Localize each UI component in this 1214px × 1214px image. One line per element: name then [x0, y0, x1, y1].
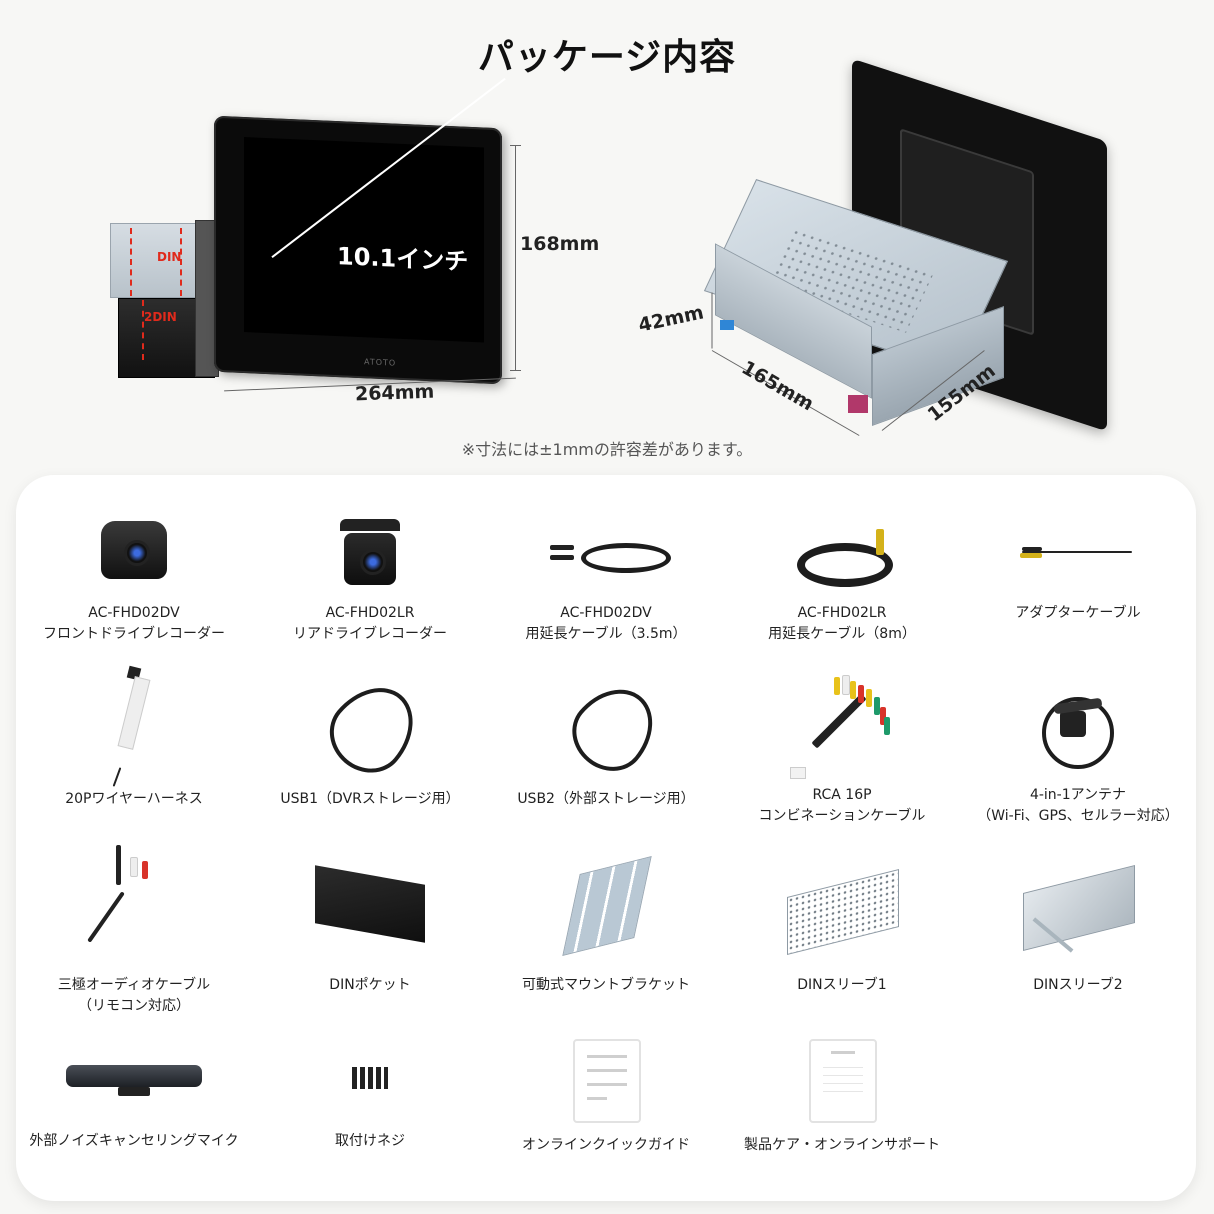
item-label: 製品ケア・オンラインサポート	[744, 1137, 940, 1153]
item-label: コンビネーションケーブル	[758, 808, 926, 824]
item-label-sub: （リモコン対応）	[78, 998, 190, 1014]
rear-depth-dimension: 165mm	[737, 356, 818, 416]
item-code: 4-in-1アンテナ	[1029, 787, 1127, 803]
adapter-cable-icon	[960, 513, 1196, 603]
usb1-cable-icon	[252, 667, 488, 789]
item-usb1-cable: USB1（DVRストレージ用）	[252, 667, 488, 810]
item-audio-cable: 三極オーディオケーブル （リモコン対応）	[16, 845, 252, 1017]
rca-cable-icon	[724, 667, 960, 785]
tolerance-note: ※寸法には±1mmの許容差があります。	[461, 440, 753, 459]
item-code: AC-FHD02DV	[560, 605, 652, 621]
item-quick-guide[interactable]: オンラインクイックガイド	[488, 1035, 724, 1156]
fakra-connector	[848, 395, 868, 413]
height-dimension: 168mm	[520, 233, 600, 255]
item-label: 用延長ケーブル（8m）	[768, 626, 916, 642]
item-code: RCA 16P	[812, 787, 872, 803]
item-microphone: 外部ノイズキャンセリングマイク	[16, 1035, 252, 1152]
package-contents-card: AC-FHD02DV フロントドライブレコーダー AC-FHD02LR リアドライブ…	[16, 475, 1196, 1201]
mount-bracket-icon	[488, 845, 724, 975]
item-front-dashcam: AC-FHD02DV フロントドライブレコーダー	[16, 513, 252, 645]
diagonal-arrow-icon	[271, 77, 506, 259]
quick-guide-icon	[488, 1035, 724, 1135]
extension-cable-8m-icon	[724, 513, 960, 603]
din-chassis-top	[110, 223, 207, 298]
item-din-sleeve-2: DINスリーブ2	[960, 845, 1196, 996]
din-marker-line	[180, 228, 182, 296]
din-label: DIN	[157, 250, 182, 264]
item-code: AC-FHD02LR	[797, 605, 887, 621]
item-rear-dashcam: AC-FHD02LR リアドライブレコーダー	[252, 513, 488, 645]
antenna-icon	[960, 667, 1196, 785]
audio-cable-icon	[16, 845, 252, 975]
item-code: AC-FHD02DV	[88, 605, 180, 621]
screws-icon	[252, 1035, 488, 1131]
width-dimension: 264mm	[354, 380, 435, 406]
item-product-care[interactable]: 製品ケア・オンラインサポート	[724, 1035, 960, 1156]
item-extension-cable-8m: AC-FHD02LR 用延長ケーブル（8m）	[724, 513, 960, 645]
din2-label: 2DIN	[144, 310, 177, 324]
blue-connector	[720, 320, 734, 330]
product-care-icon	[724, 1035, 960, 1135]
extension-cable-icon	[488, 513, 724, 603]
item-label: 外部ノイズキャンセリングマイク	[29, 1133, 239, 1149]
item-code: AC-FHD02LR	[325, 605, 415, 621]
item-label: USB2（外部ストレージ用）	[517, 791, 695, 807]
item-label: オンラインクイックガイド	[522, 1137, 690, 1153]
din-sleeve-2-icon	[960, 845, 1196, 975]
item-label: DINスリーブ2	[1033, 977, 1123, 993]
brand-logo: ATOTO	[364, 357, 397, 368]
item-label: アダプターケーブル	[1015, 605, 1141, 621]
item-extension-cable-3-5m: AC-FHD02DV 用延長ケーブル（3.5m）	[488, 513, 724, 645]
screen-size-label: 10.1インチ	[334, 235, 472, 277]
depth-line	[711, 292, 713, 349]
item-wire-harness: 20Pワイヤーハーネス	[16, 665, 252, 810]
item-label: 三極オーディオケーブル	[57, 977, 211, 993]
item-label: フロントドライブレコーダー	[43, 626, 225, 642]
front-dashcam-icon	[16, 513, 252, 603]
item-label: 可動式マウントブラケット	[522, 977, 690, 993]
display-screen: 10.1インチ	[244, 77, 506, 343]
item-adapter-cable: アダプターケーブル	[960, 513, 1196, 624]
item-label: リアドライブレコーダー	[293, 626, 447, 642]
item-rca-cable: RCA 16P コンビネーションケーブル	[724, 667, 960, 827]
rear-dashcam-icon	[252, 513, 488, 603]
item-label: 取付けネジ	[335, 1133, 405, 1149]
rear-height-dimension: 42mm	[636, 301, 706, 337]
rear-view-diagram: 42mm 165mm 155mm	[620, 58, 1120, 460]
item-mount-bracket: 可動式マウントブラケット	[488, 845, 724, 996]
item-label: （Wi-Fi、GPS、セルラー対応）	[977, 808, 1179, 824]
din2-marker-line	[142, 300, 144, 360]
front-view-diagram: DIN 2DIN 10.1インチ ATOTO 168mm 264mm	[100, 77, 620, 420]
microphone-icon	[16, 1035, 252, 1131]
din-marker-line	[130, 228, 132, 296]
item-label: USB1（DVRストレージ用）	[280, 791, 460, 807]
item-label: 用延長ケーブル（3.5m）	[525, 626, 687, 642]
din-pocket-icon	[252, 845, 488, 975]
item-label: DINポケット	[329, 977, 411, 993]
item-din-pocket: DINポケット	[252, 845, 488, 996]
din-sleeve-1-icon	[724, 845, 960, 975]
height-dimension-line	[510, 145, 521, 371]
item-screws: 取付けネジ	[252, 1035, 488, 1152]
page-title: パッケージ内容	[477, 37, 737, 78]
item-usb2-cable: USB2（外部ストレージ用）	[488, 667, 724, 810]
wire-harness-icon	[16, 665, 252, 789]
item-din-sleeve-1: DINスリーブ1	[724, 845, 960, 996]
screen-bezel: 10.1インチ ATOTO	[214, 77, 506, 385]
item-label: DINスリーブ1	[797, 977, 887, 993]
item-label: 20Pワイヤーハーネス	[65, 791, 203, 807]
usb2-cable-icon	[488, 667, 724, 789]
item-antenna: 4-in-1アンテナ （Wi-Fi、GPS、セルラー対応）	[960, 667, 1196, 827]
